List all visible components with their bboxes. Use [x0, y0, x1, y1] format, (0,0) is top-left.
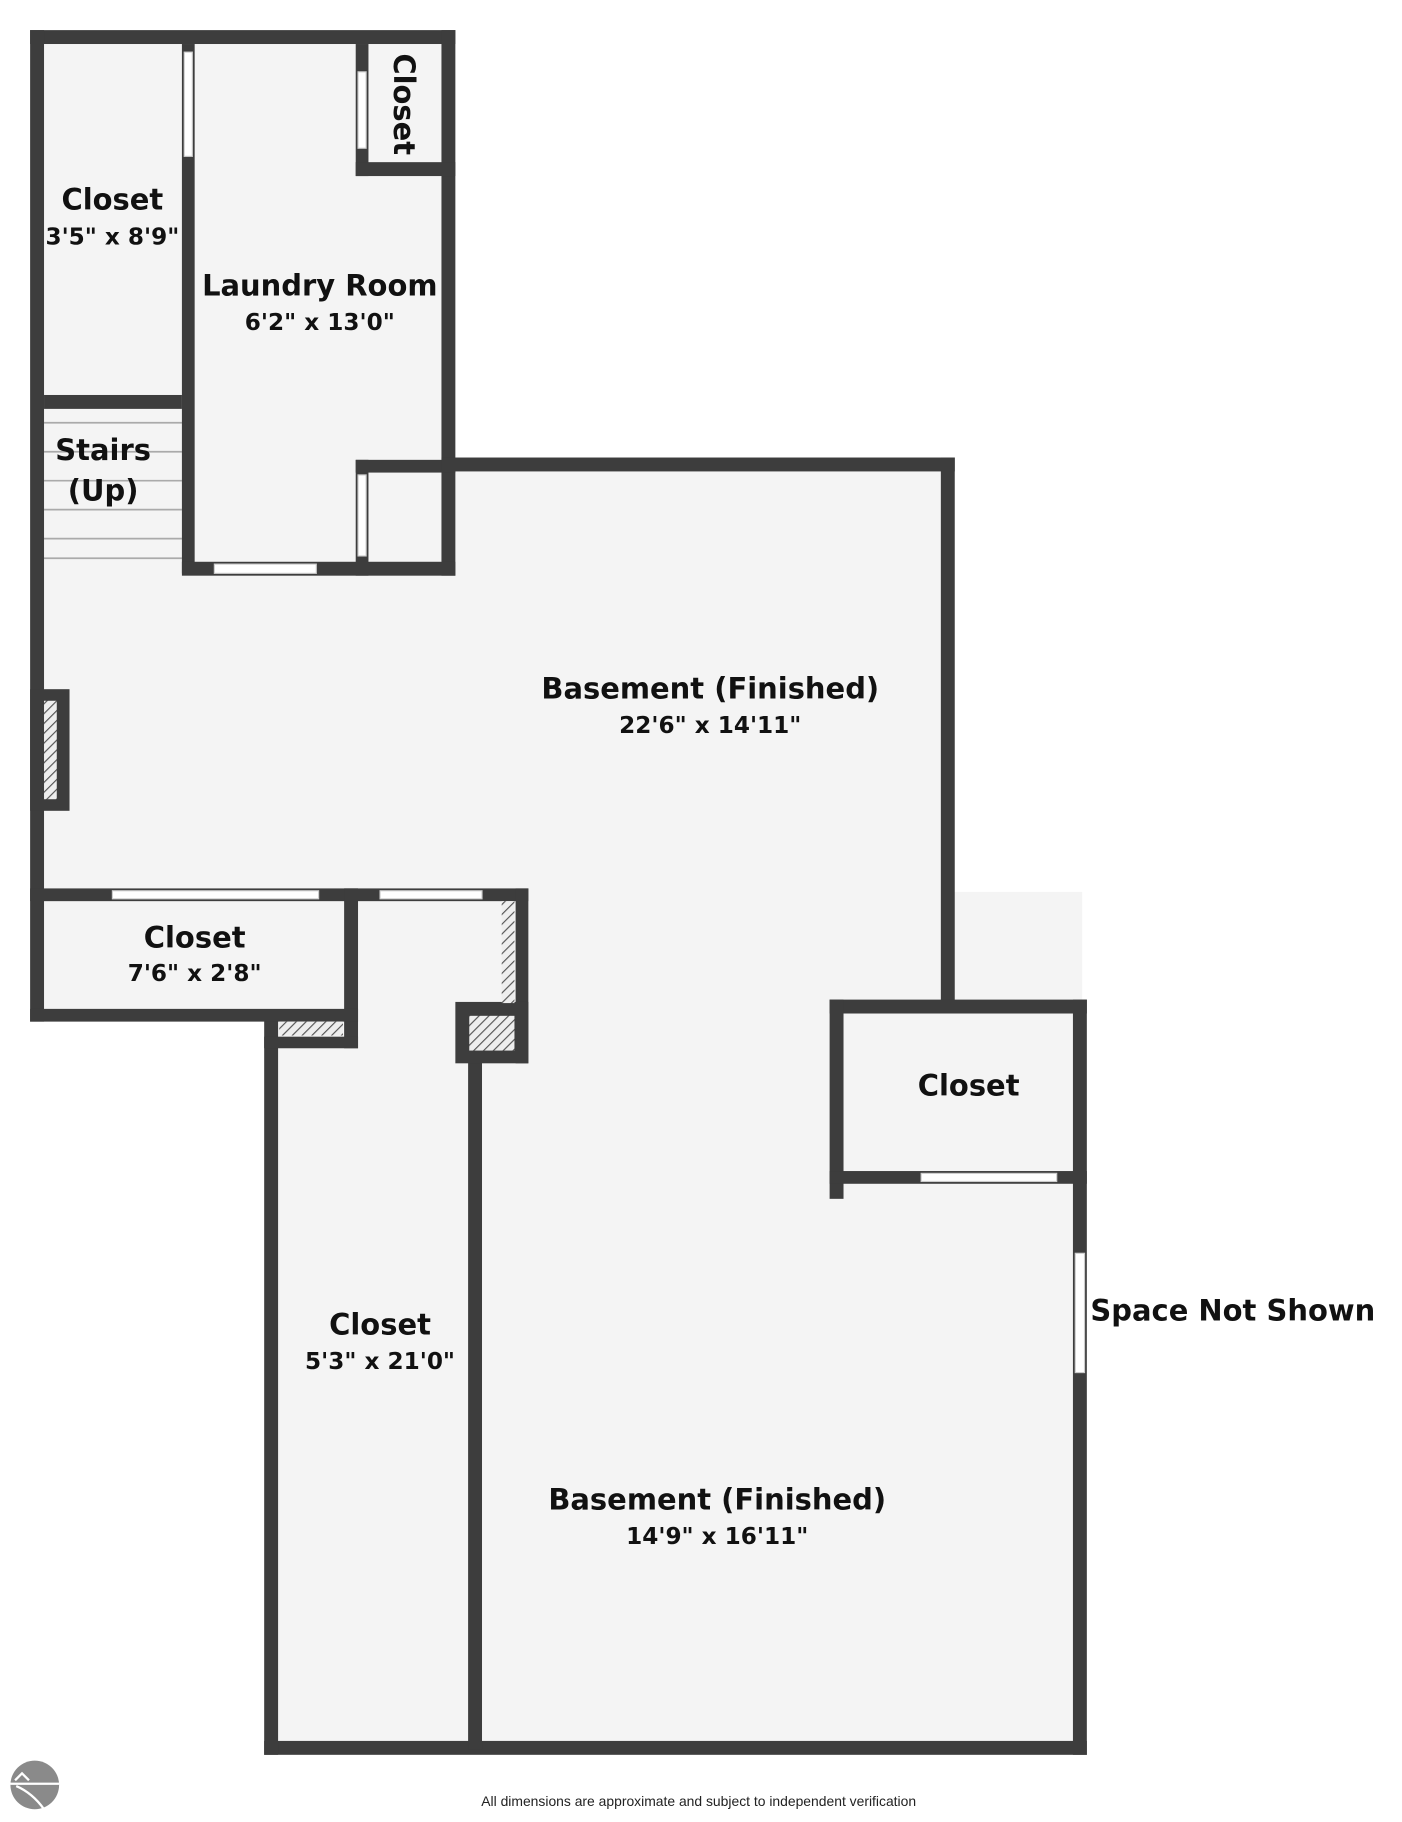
basement-2-dims: 14'9" x 16'11": [626, 1524, 808, 1550]
closet-5-dims: 5'3" x 21'0": [305, 1349, 455, 1375]
hatched-columns: [44, 700, 515, 1051]
closet-1-name: Closet: [61, 183, 163, 217]
stairs-name: Stairs: [55, 433, 151, 467]
stairs-treads: [44, 421, 182, 560]
stairs-direction: (Up): [68, 473, 139, 507]
basement-1-name: Basement (Finished): [541, 671, 879, 705]
basement-2-name: Basement (Finished): [548, 1482, 886, 1516]
space-not-shown-label: Space Not Shown: [1090, 1293, 1375, 1327]
closet-3-name: Closet: [144, 920, 246, 954]
basement-1-dims: 22'6" x 14'11": [619, 713, 801, 739]
laundry-room-dims: 6'2" x 13'0": [245, 310, 395, 336]
brand-logo: [10, 1760, 60, 1810]
closet-1-dims: 3'5" x 8'9": [45, 224, 179, 250]
closet-4-name: Closet: [918, 1069, 1020, 1103]
closet-3-dims: 7'6" x 2'8": [128, 961, 262, 987]
laundry-room-name: Laundry Room: [202, 268, 437, 302]
disclaimer: All dimensions are approximate and subje…: [481, 1793, 916, 1809]
closet-5-name: Closet: [329, 1307, 431, 1341]
door-openings: [111, 51, 1086, 1374]
closet-2-name: Closet: [387, 53, 421, 155]
